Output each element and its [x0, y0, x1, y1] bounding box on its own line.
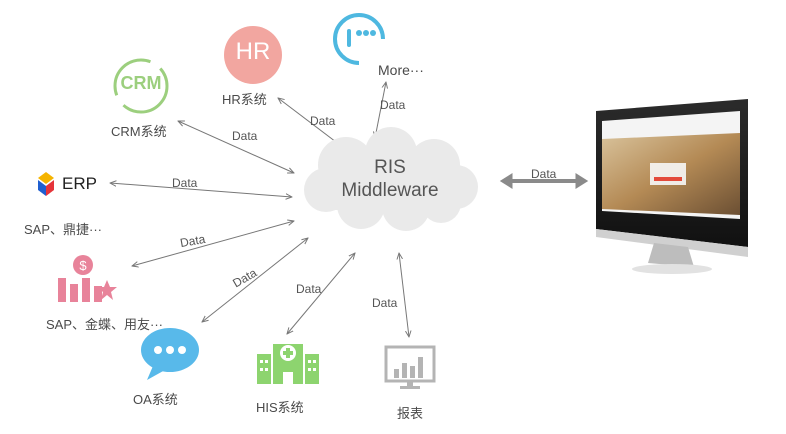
middleware-line1: RIS [374, 157, 406, 178]
arrow-finance [132, 221, 294, 266]
edge-label-his: Data [296, 282, 322, 296]
edge-label-more: Data [380, 98, 406, 112]
arrow-hr [278, 98, 340, 145]
finance-chart-icon: $ [58, 255, 117, 302]
middleware-line2: Middleware [341, 180, 439, 201]
arrow-report [399, 253, 409, 337]
arrow-oa [202, 238, 308, 322]
cloud-shape [304, 127, 478, 231]
erp-logo-text: ERP [62, 174, 97, 193]
oa-label: OA系统 [133, 392, 178, 407]
arrow-his [287, 253, 355, 334]
monitor-icon [596, 99, 748, 274]
erp-logo-icon [38, 172, 54, 196]
hospital-icon [257, 344, 319, 384]
finance-label: SAP、金蝶、用友··· [46, 317, 164, 332]
hr-logo-icon [224, 26, 282, 84]
report-chart-icon [384, 345, 436, 389]
edge-label-monitor: Data [531, 167, 557, 181]
more-label: More··· [378, 62, 424, 78]
arrow-erp [110, 183, 292, 197]
edge-label-erp: Data [172, 176, 198, 190]
edge-label-hr: Data [310, 114, 336, 128]
svg-text:$: $ [79, 258, 87, 273]
erp-label: SAP、鼎捷··· [24, 222, 103, 237]
crm-label: CRM系统 [111, 124, 167, 139]
hr-label: HR系统 [222, 92, 267, 107]
edge-label-report: Data [372, 296, 398, 310]
hr-logo-text: HR [235, 38, 271, 65]
arrow-crm [178, 121, 294, 173]
middleware-label: RIS Middleware [300, 156, 480, 202]
crm-logo-text: CRM [120, 73, 162, 93]
oa-chat-icon [141, 328, 199, 380]
arrow-more [375, 82, 386, 138]
crm-logo-icon [113, 58, 169, 114]
more-logo-icon [333, 13, 385, 65]
his-label: HIS系统 [256, 400, 304, 415]
report-label: 报表 [397, 406, 424, 421]
edge-label-crm: Data [232, 129, 258, 143]
